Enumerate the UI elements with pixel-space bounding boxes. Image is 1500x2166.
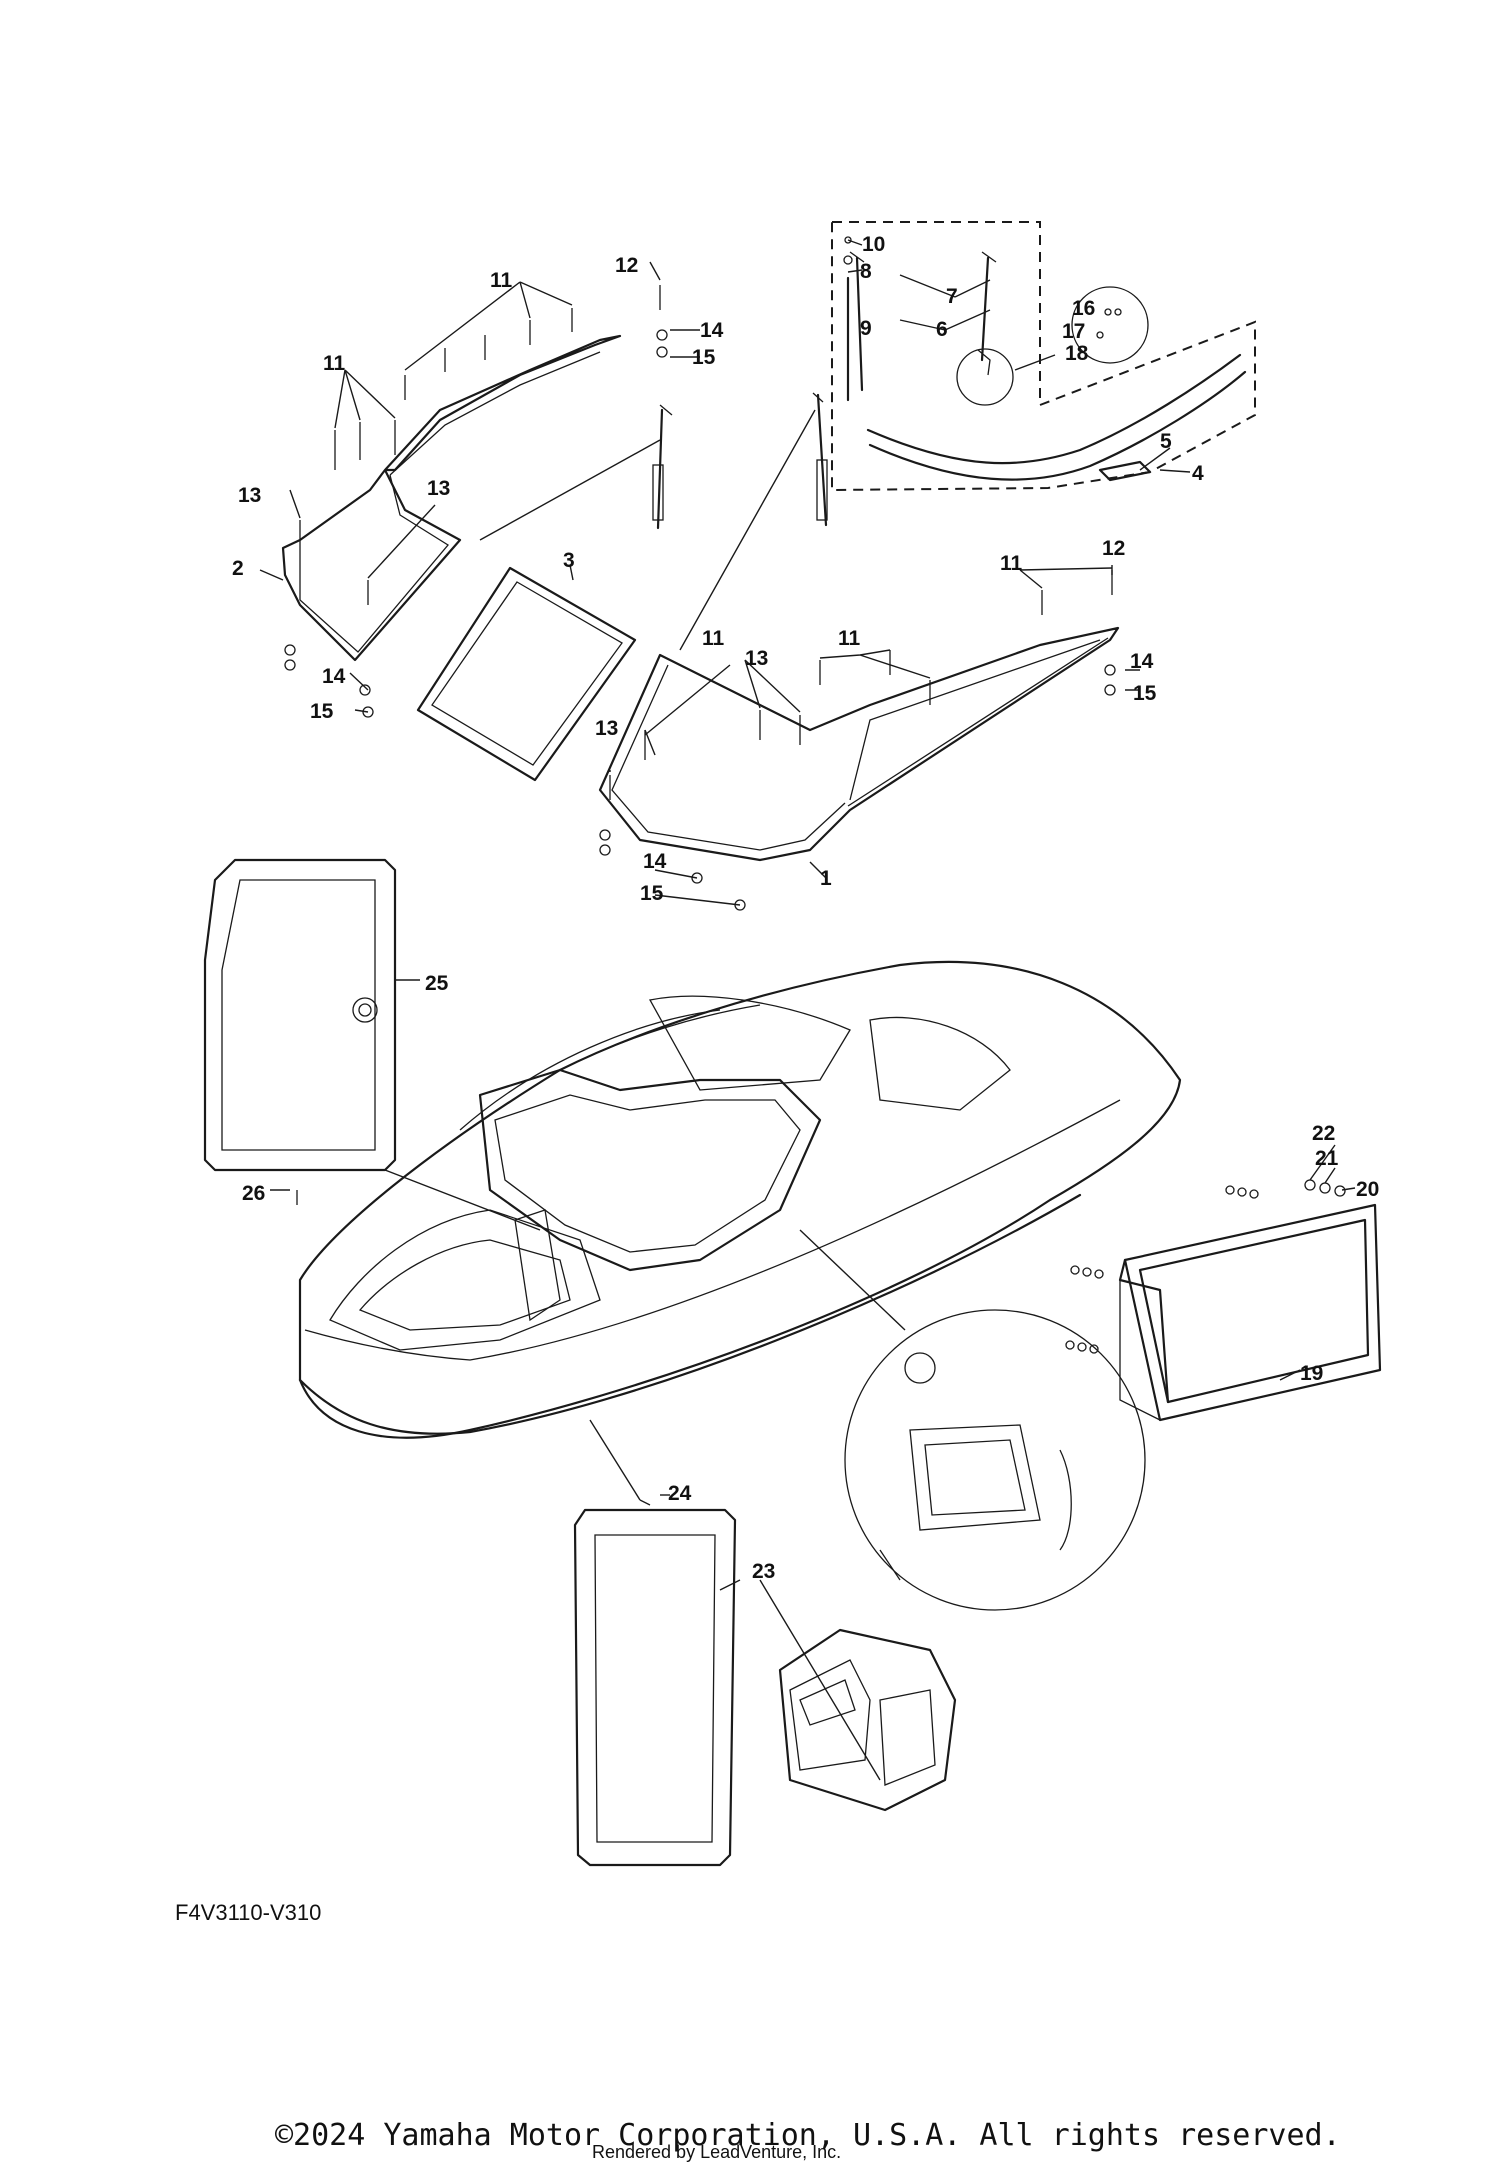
nut-10[interactable]	[844, 236, 852, 244]
callout-12-b: 12	[1102, 537, 1125, 560]
windshield-center-frame[interactable]	[416, 566, 637, 782]
windshield-left[interactable]	[281, 334, 622, 662]
callout-4: 4	[1192, 462, 1204, 485]
detail-circle-hardware	[1071, 286, 1149, 364]
callout-11-e: 11	[838, 627, 861, 650]
callout-15-c: 15	[640, 882, 664, 905]
trim-strip-4[interactable]	[866, 353, 1247, 481]
storage-box-19[interactable]	[1118, 1203, 1382, 1422]
leader-lines	[259, 239, 1191, 906]
storage-hatch-25[interactable]	[203, 858, 397, 1172]
washer-8[interactable]	[843, 255, 853, 265]
rendered-by-credit: Rendered by LeadVenture, Inc.	[592, 2142, 842, 2162]
bracket-5[interactable]	[1098, 460, 1152, 482]
callout-13-b: 13	[427, 477, 450, 500]
boat-hull[interactable]	[298, 960, 1182, 1439]
callout-14-a: 14	[700, 319, 724, 342]
gas-strut-right[interactable]	[812, 392, 828, 527]
copyright-notice: ©2024 Yamaha Motor Corporation, U.S.A. A…	[275, 2118, 1341, 2153]
leader-hatch-lid	[589, 1419, 641, 1501]
leader-zoom	[799, 1229, 906, 1331]
callout-7: 7	[946, 285, 958, 308]
callout-11-a: 11	[490, 269, 513, 292]
strut-7-b[interactable]	[977, 251, 997, 376]
callout-15-b: 15	[310, 700, 334, 723]
callout-2: 2	[232, 557, 244, 580]
washers-nuts[interactable]	[284, 329, 1116, 911]
callout-14-d: 14	[1130, 650, 1154, 673]
callout-23: 23	[752, 1560, 775, 1583]
screw-24[interactable]	[639, 1499, 651, 1506]
callout-labels: 1 2 3 4 5 6 7 8 9 10 11 11 11 11 11 12 1…	[232, 233, 1379, 1583]
callout-11-b: 11	[323, 352, 346, 375]
callout-11-c: 11	[1000, 552, 1023, 575]
callout-5: 5	[1160, 430, 1172, 453]
callout-12-a: 12	[615, 254, 638, 277]
callout-26: 26	[242, 1182, 265, 1205]
callout-21: 21	[1315, 1147, 1339, 1170]
leader-22	[1309, 1144, 1336, 1181]
leader-21	[1324, 1167, 1336, 1184]
detail-boundary	[831, 221, 1256, 492]
hatch-lid[interactable]	[573, 1508, 737, 1867]
callout-8: 8	[860, 260, 872, 283]
diagram-code: F4V3110-V310	[175, 1900, 322, 1925]
callout-18: 18	[1065, 342, 1089, 365]
callout-25: 25	[425, 972, 449, 995]
callout-14-b: 14	[322, 665, 346, 688]
leader-hatch	[384, 1169, 541, 1231]
washers-20-22[interactable]	[1065, 1179, 1346, 1354]
callout-19: 19	[1300, 1362, 1323, 1385]
leader-23	[719, 1579, 881, 1781]
callout-10: 10	[862, 233, 885, 256]
callout-6: 6	[936, 318, 948, 341]
callout-15-d: 15	[1133, 682, 1157, 705]
callout-15-a: 15	[692, 346, 716, 369]
bolts[interactable]	[299, 285, 1113, 800]
leader-20	[1341, 1187, 1356, 1191]
callout-13-a: 13	[238, 484, 261, 507]
callout-20: 20	[1356, 1178, 1379, 1201]
zoom-detail-circle	[844, 1309, 1146, 1611]
glove-box-23[interactable]	[778, 1628, 957, 1812]
callout-3: 3	[563, 549, 575, 572]
callout-1: 1	[820, 867, 832, 890]
strut-7-a[interactable]	[849, 251, 865, 392]
callout-11-d: 11	[702, 627, 725, 650]
callout-13-d: 13	[595, 717, 618, 740]
callout-9: 9	[860, 317, 872, 340]
windshield-right[interactable]	[598, 626, 1120, 862]
leader-19	[1279, 1369, 1301, 1381]
callout-16: 16	[1072, 297, 1095, 320]
gas-strut-left[interactable]	[652, 404, 673, 530]
callout-17: 17	[1062, 320, 1085, 343]
callout-24: 24	[668, 1482, 692, 1505]
callout-14-c: 14	[643, 850, 667, 873]
hardware-16-18[interactable]	[1096, 308, 1122, 339]
callout-22: 22	[1312, 1122, 1335, 1145]
detail-circle-strut-foot	[956, 348, 1014, 406]
callout-13-c: 13	[745, 647, 768, 670]
